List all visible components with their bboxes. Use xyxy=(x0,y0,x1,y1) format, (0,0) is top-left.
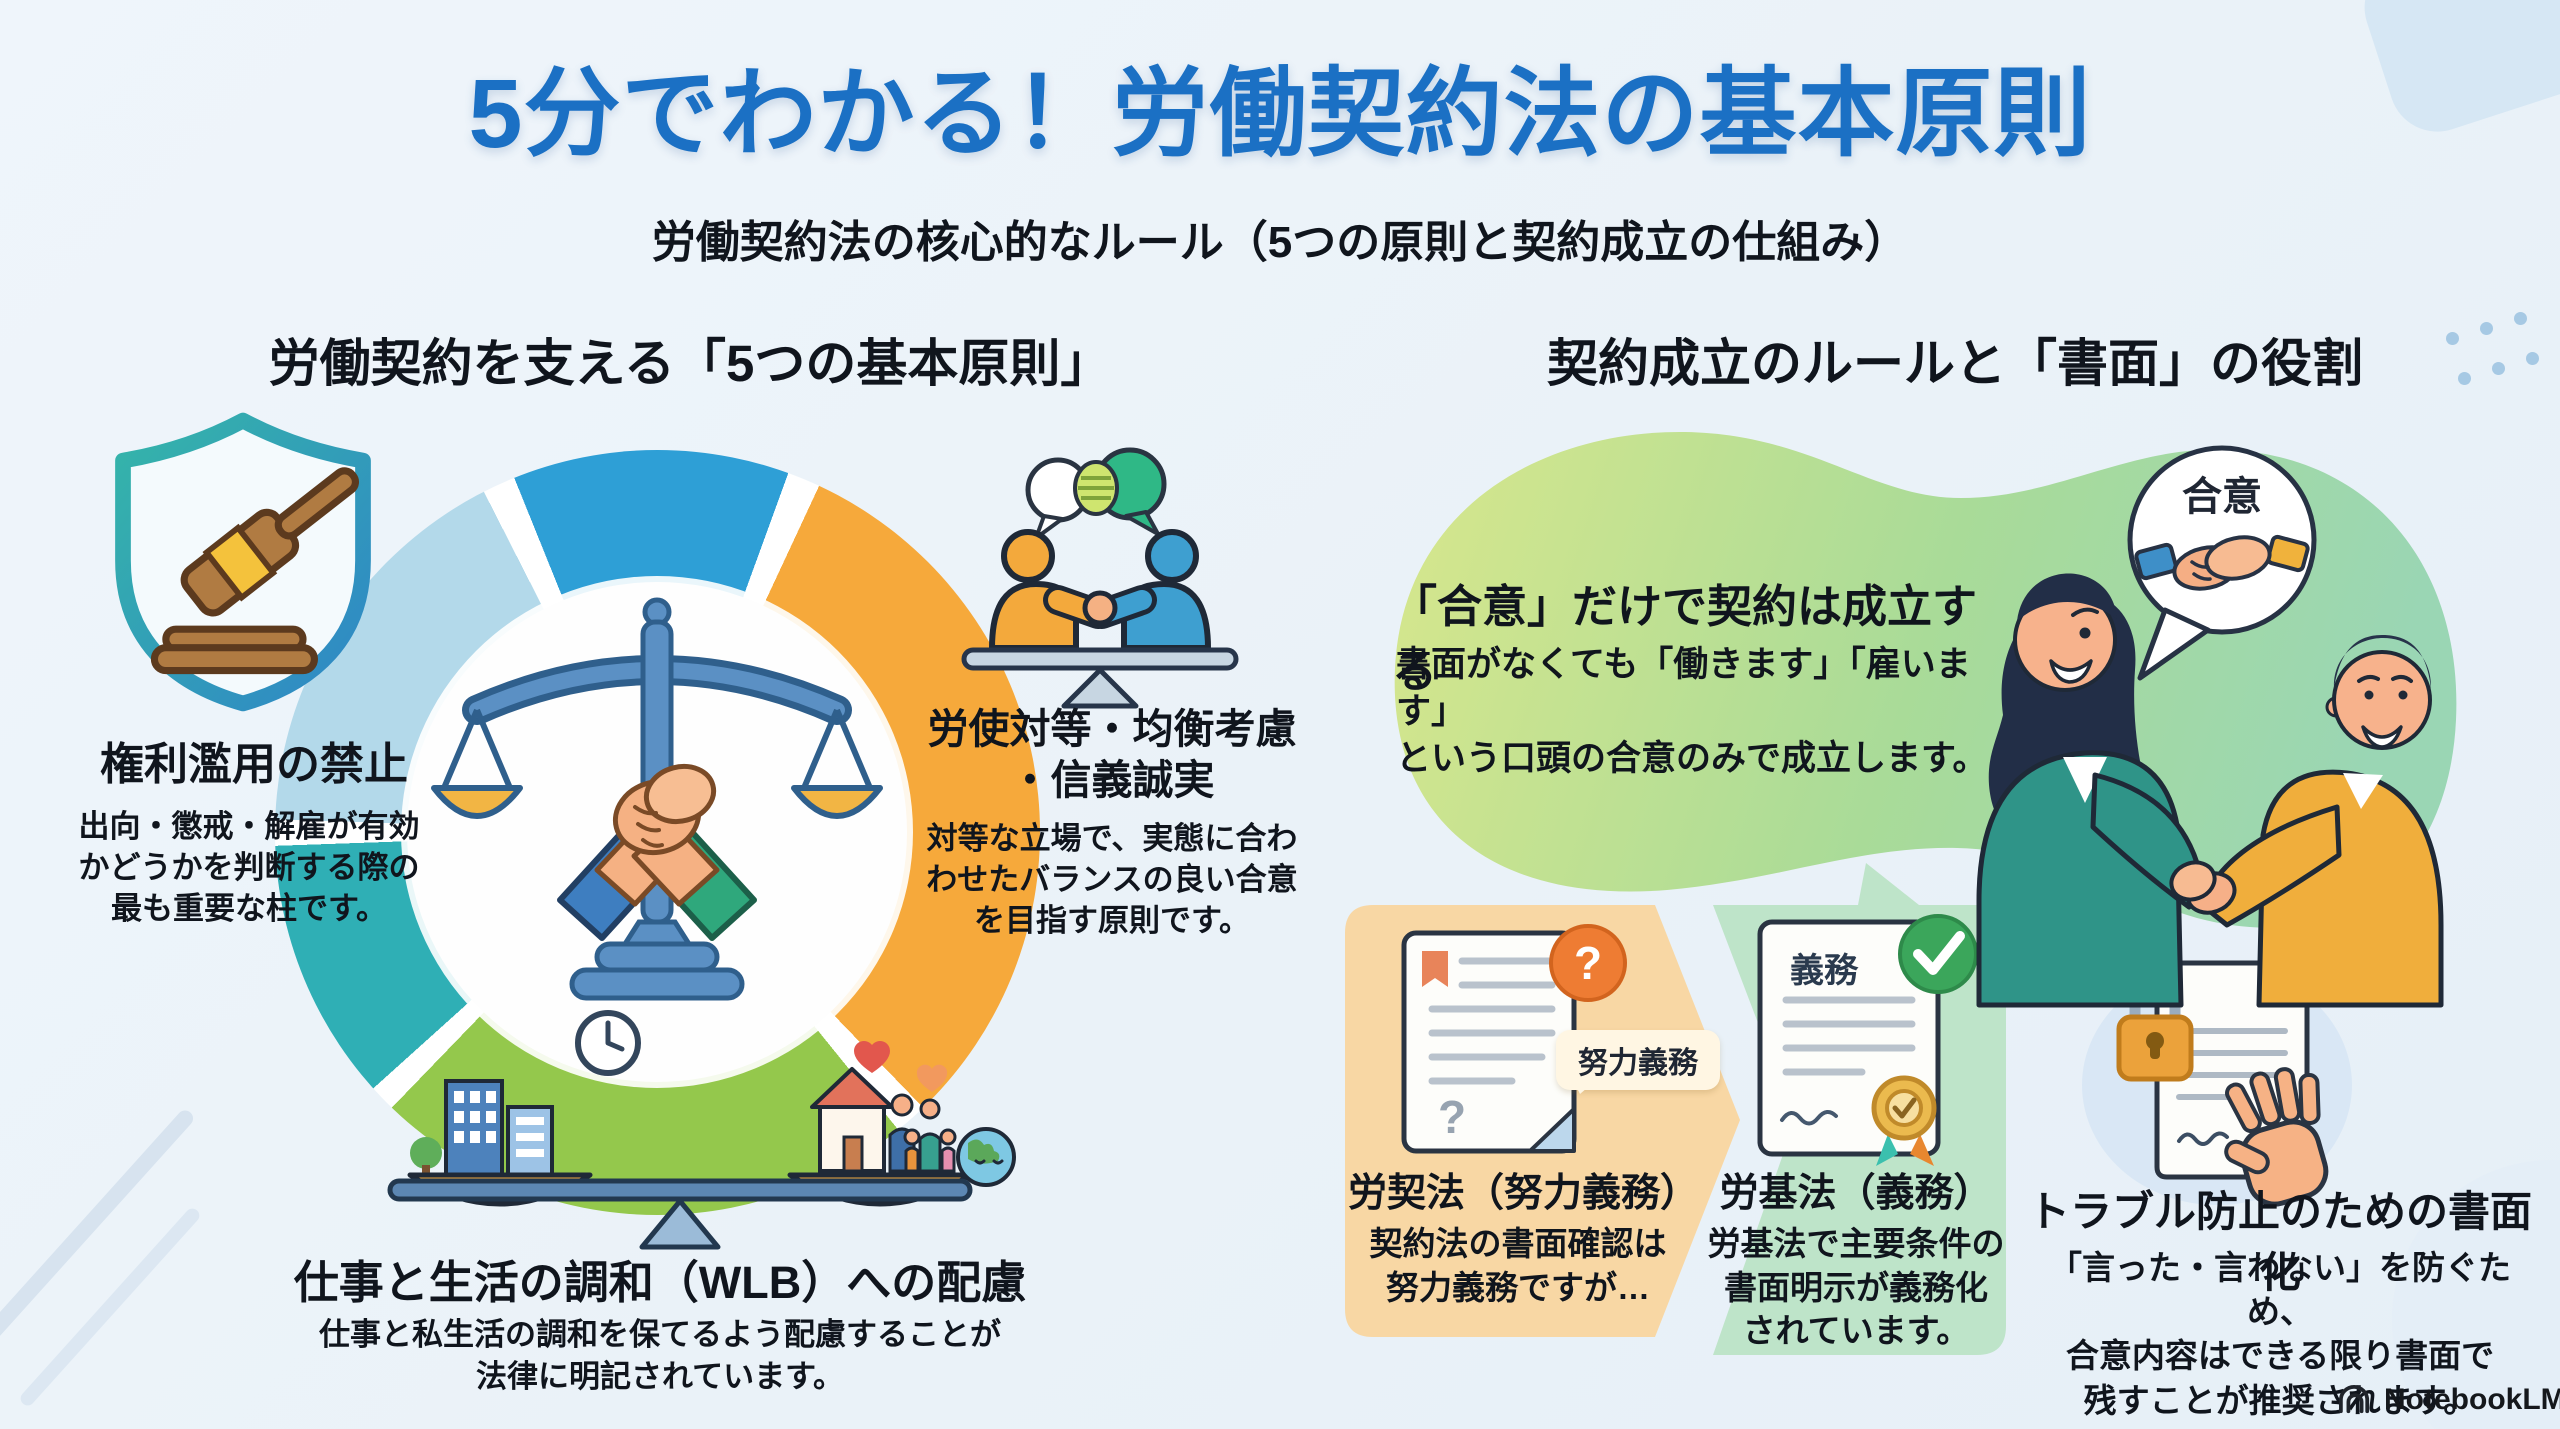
written-title: トラブル防止のための書面化 xyxy=(2027,1188,2532,1296)
effort-duty-badge: 努力義務 xyxy=(1556,1030,1720,1094)
question-glyph: ? xyxy=(1438,1091,1466,1143)
brand-label: NotebookLM xyxy=(2384,1383,2560,1416)
right-section-heading: 契約成立のルールと「書面」の役割 xyxy=(1546,335,2363,392)
dot-decor xyxy=(2458,372,2471,385)
balance-scale-hands-icon xyxy=(431,597,883,1001)
dot-decor xyxy=(2446,332,2459,345)
mini-handshake-icon xyxy=(2134,534,2310,591)
principle-abuse-title: 権利濫用の禁止 xyxy=(100,740,408,789)
dot-decor xyxy=(2480,322,2493,335)
principle-equality-body: 対等な立場で、実態に合わ わせたバランスの良い合意 を目指す原則です。 xyxy=(926,821,1298,939)
shield-gavel-icon xyxy=(115,412,371,712)
question-badge-glyph: ? xyxy=(1574,937,1602,989)
brand-footer: NotebookLM xyxy=(2336,1383,2560,1417)
obligation-doc-label: 義務 xyxy=(1790,952,1859,990)
swoosh-decor xyxy=(0,1107,197,1341)
keiyakuho-body: 契約法の書面確認は 努力義務ですが… xyxy=(1369,1225,1667,1306)
principle-equality-title: 労使対等・均衡考慮 ・信義誠実 xyxy=(927,706,1297,803)
principle-wlb-title: 仕事と生活の調和（WLB）への配慮 xyxy=(293,1257,1027,1308)
work-life-seesaw-icon xyxy=(387,1010,1016,1250)
written-body: 「言った・言わない」を防ぐため、 合意内容はできる限り書面で 残すことが推奨され… xyxy=(2049,1249,2511,1419)
page-subtitle: 労働契約法の核心的なルール（5つの原則と契約成立の仕組み） xyxy=(651,218,1909,267)
left-section-heading: 労働契約を支える「5つの基本原則」 xyxy=(268,335,1112,392)
dot-decor xyxy=(2526,352,2539,365)
agreement-bubble-label: 合意 xyxy=(2182,475,2262,519)
dot-decor xyxy=(2492,362,2505,375)
page-title: 5分でわかる！労働契約法の基本原則 xyxy=(468,59,2092,168)
obligation-document-icon: 義務 xyxy=(1757,914,1978,1166)
keiyakuho-title: 労契法（努力義務） xyxy=(1348,1172,1700,1215)
kijunho-body: 労基法で主要条件の 書面明示が義務化 されています。 xyxy=(1707,1225,2005,1350)
raised-hand-icon xyxy=(2224,1067,2329,1207)
principle-wlb-body: 仕事と私生活の調和を保てるよう配慮することが 法律に明記されています。 xyxy=(319,1317,1001,1394)
agreement-bubble: 合意 xyxy=(2127,445,2317,681)
effort-duty-document-icon: ? ? xyxy=(1401,924,1627,1154)
notebooklm-logo-icon xyxy=(2338,1384,2370,1414)
labor-management-balance-icon xyxy=(961,447,1239,709)
principle-abuse-body: 出向・懲戒・解雇が有効 かどうかを判断する際の 最も重要な柱です。 xyxy=(78,809,420,927)
agreement-title: 「合意」だけで契約は成立する xyxy=(1392,581,1978,697)
kijunho-title: 労基法（義務） xyxy=(1719,1172,1993,1215)
dot-decor xyxy=(2514,312,2527,325)
swoosh-decor xyxy=(17,1205,203,1409)
agreement-body: 書面がなくても「働きます」「雇います」 という口頭の合意のみで成立します。 xyxy=(1396,645,1988,778)
handshake-people-illustration xyxy=(1976,573,2444,1008)
